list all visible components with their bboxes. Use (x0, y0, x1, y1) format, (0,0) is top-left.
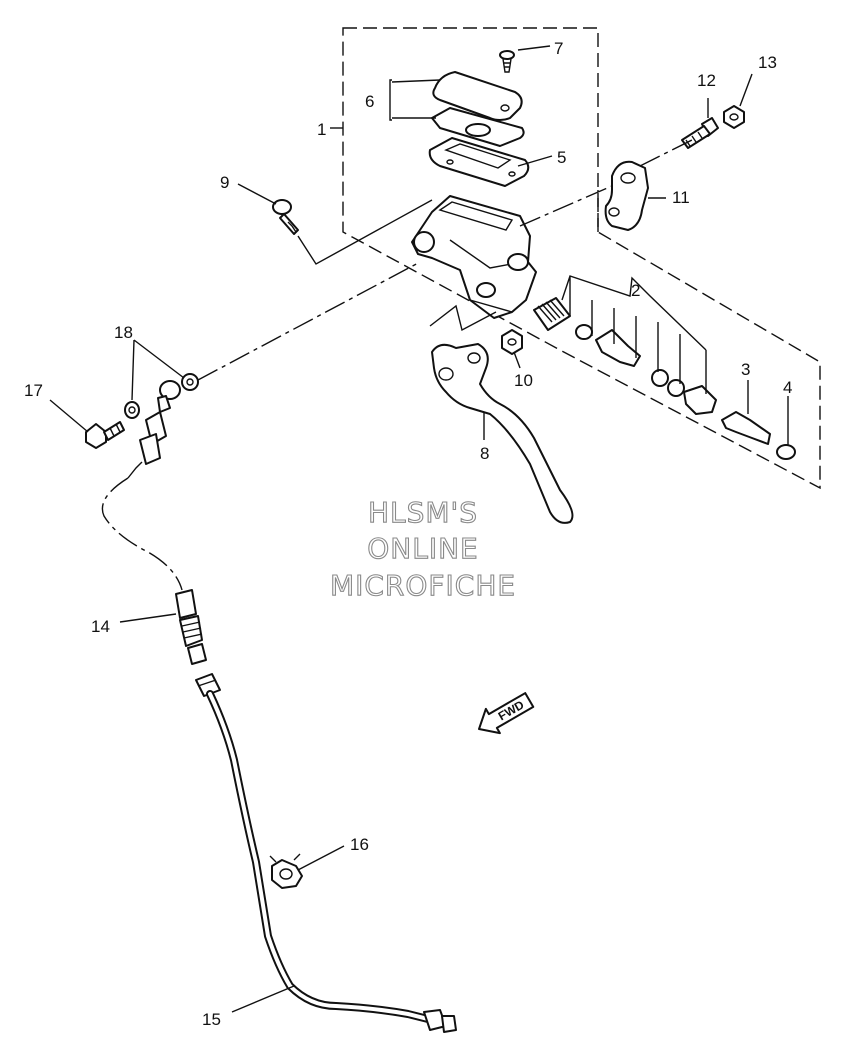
callout-4: 4 (783, 378, 792, 397)
callout-15: 15 (202, 1010, 221, 1029)
watermark-line-2: ONLINE (367, 532, 478, 565)
part-4-dust-cap (776, 444, 796, 460)
part-15-clutch-pipe (195, 673, 457, 1033)
part-18-copper-washers (124, 373, 199, 419)
part-17-union-bolt (85, 421, 125, 449)
callout-11: 11 (672, 188, 690, 207)
part-11-holder (604, 160, 649, 231)
callout-2: 2 (631, 281, 640, 300)
callout-13: 13 (758, 53, 777, 72)
hose-alignment-line (197, 261, 421, 381)
callout-7: 7 (554, 39, 563, 58)
callout-14: 14 (91, 617, 110, 636)
callout-8: 8 (480, 444, 489, 463)
part-10-nut (501, 329, 523, 355)
callout-10: 10 (514, 371, 533, 390)
forward-direction-arrow: FWD (478, 692, 535, 735)
callout-16: 16 (350, 835, 369, 854)
part-16-pipe-clamp (269, 853, 303, 889)
master-cylinder-body (411, 195, 537, 319)
callout-1: 1 (317, 120, 326, 139)
part-12-bolt (681, 117, 719, 149)
watermark-line-3: MICROFICHE (330, 569, 516, 602)
master-cylinder-assembly-outline (342, 27, 821, 490)
part-2-piston-kit (533, 297, 717, 415)
part-6-reservoir-cap (431, 71, 525, 147)
part-3-push-rod (721, 411, 771, 445)
callout-6: 6 (365, 92, 374, 111)
callout-18: 18 (114, 323, 133, 342)
part-7-screw (499, 50, 515, 73)
part-8-clutch-lever (431, 343, 574, 524)
callout-5: 5 (557, 148, 566, 167)
part-9-pivot-bolt (272, 199, 299, 235)
part-5-diaphragm-plate (428, 137, 530, 187)
callout-17: 17 (24, 381, 43, 400)
part-14-clutch-hose (101, 380, 207, 665)
callout-labels: 1 2 3 4 5 6 7 8 9 10 11 12 13 14 15 16 1… (24, 39, 792, 1029)
leader-lines (49, 45, 789, 1013)
callout-12: 12 (697, 71, 716, 90)
watermark-line-1: HLSM'S (368, 496, 478, 529)
callout-9: 9 (220, 173, 229, 192)
callout-3: 3 (741, 360, 750, 379)
lever-alignment-line (429, 304, 497, 332)
holder-alignment-line (519, 139, 693, 227)
watermark: HLSM'S ONLINE MICROFICHE (329, 495, 516, 602)
part-13-nut (723, 105, 745, 129)
pivot-alignment-line (297, 199, 433, 265)
